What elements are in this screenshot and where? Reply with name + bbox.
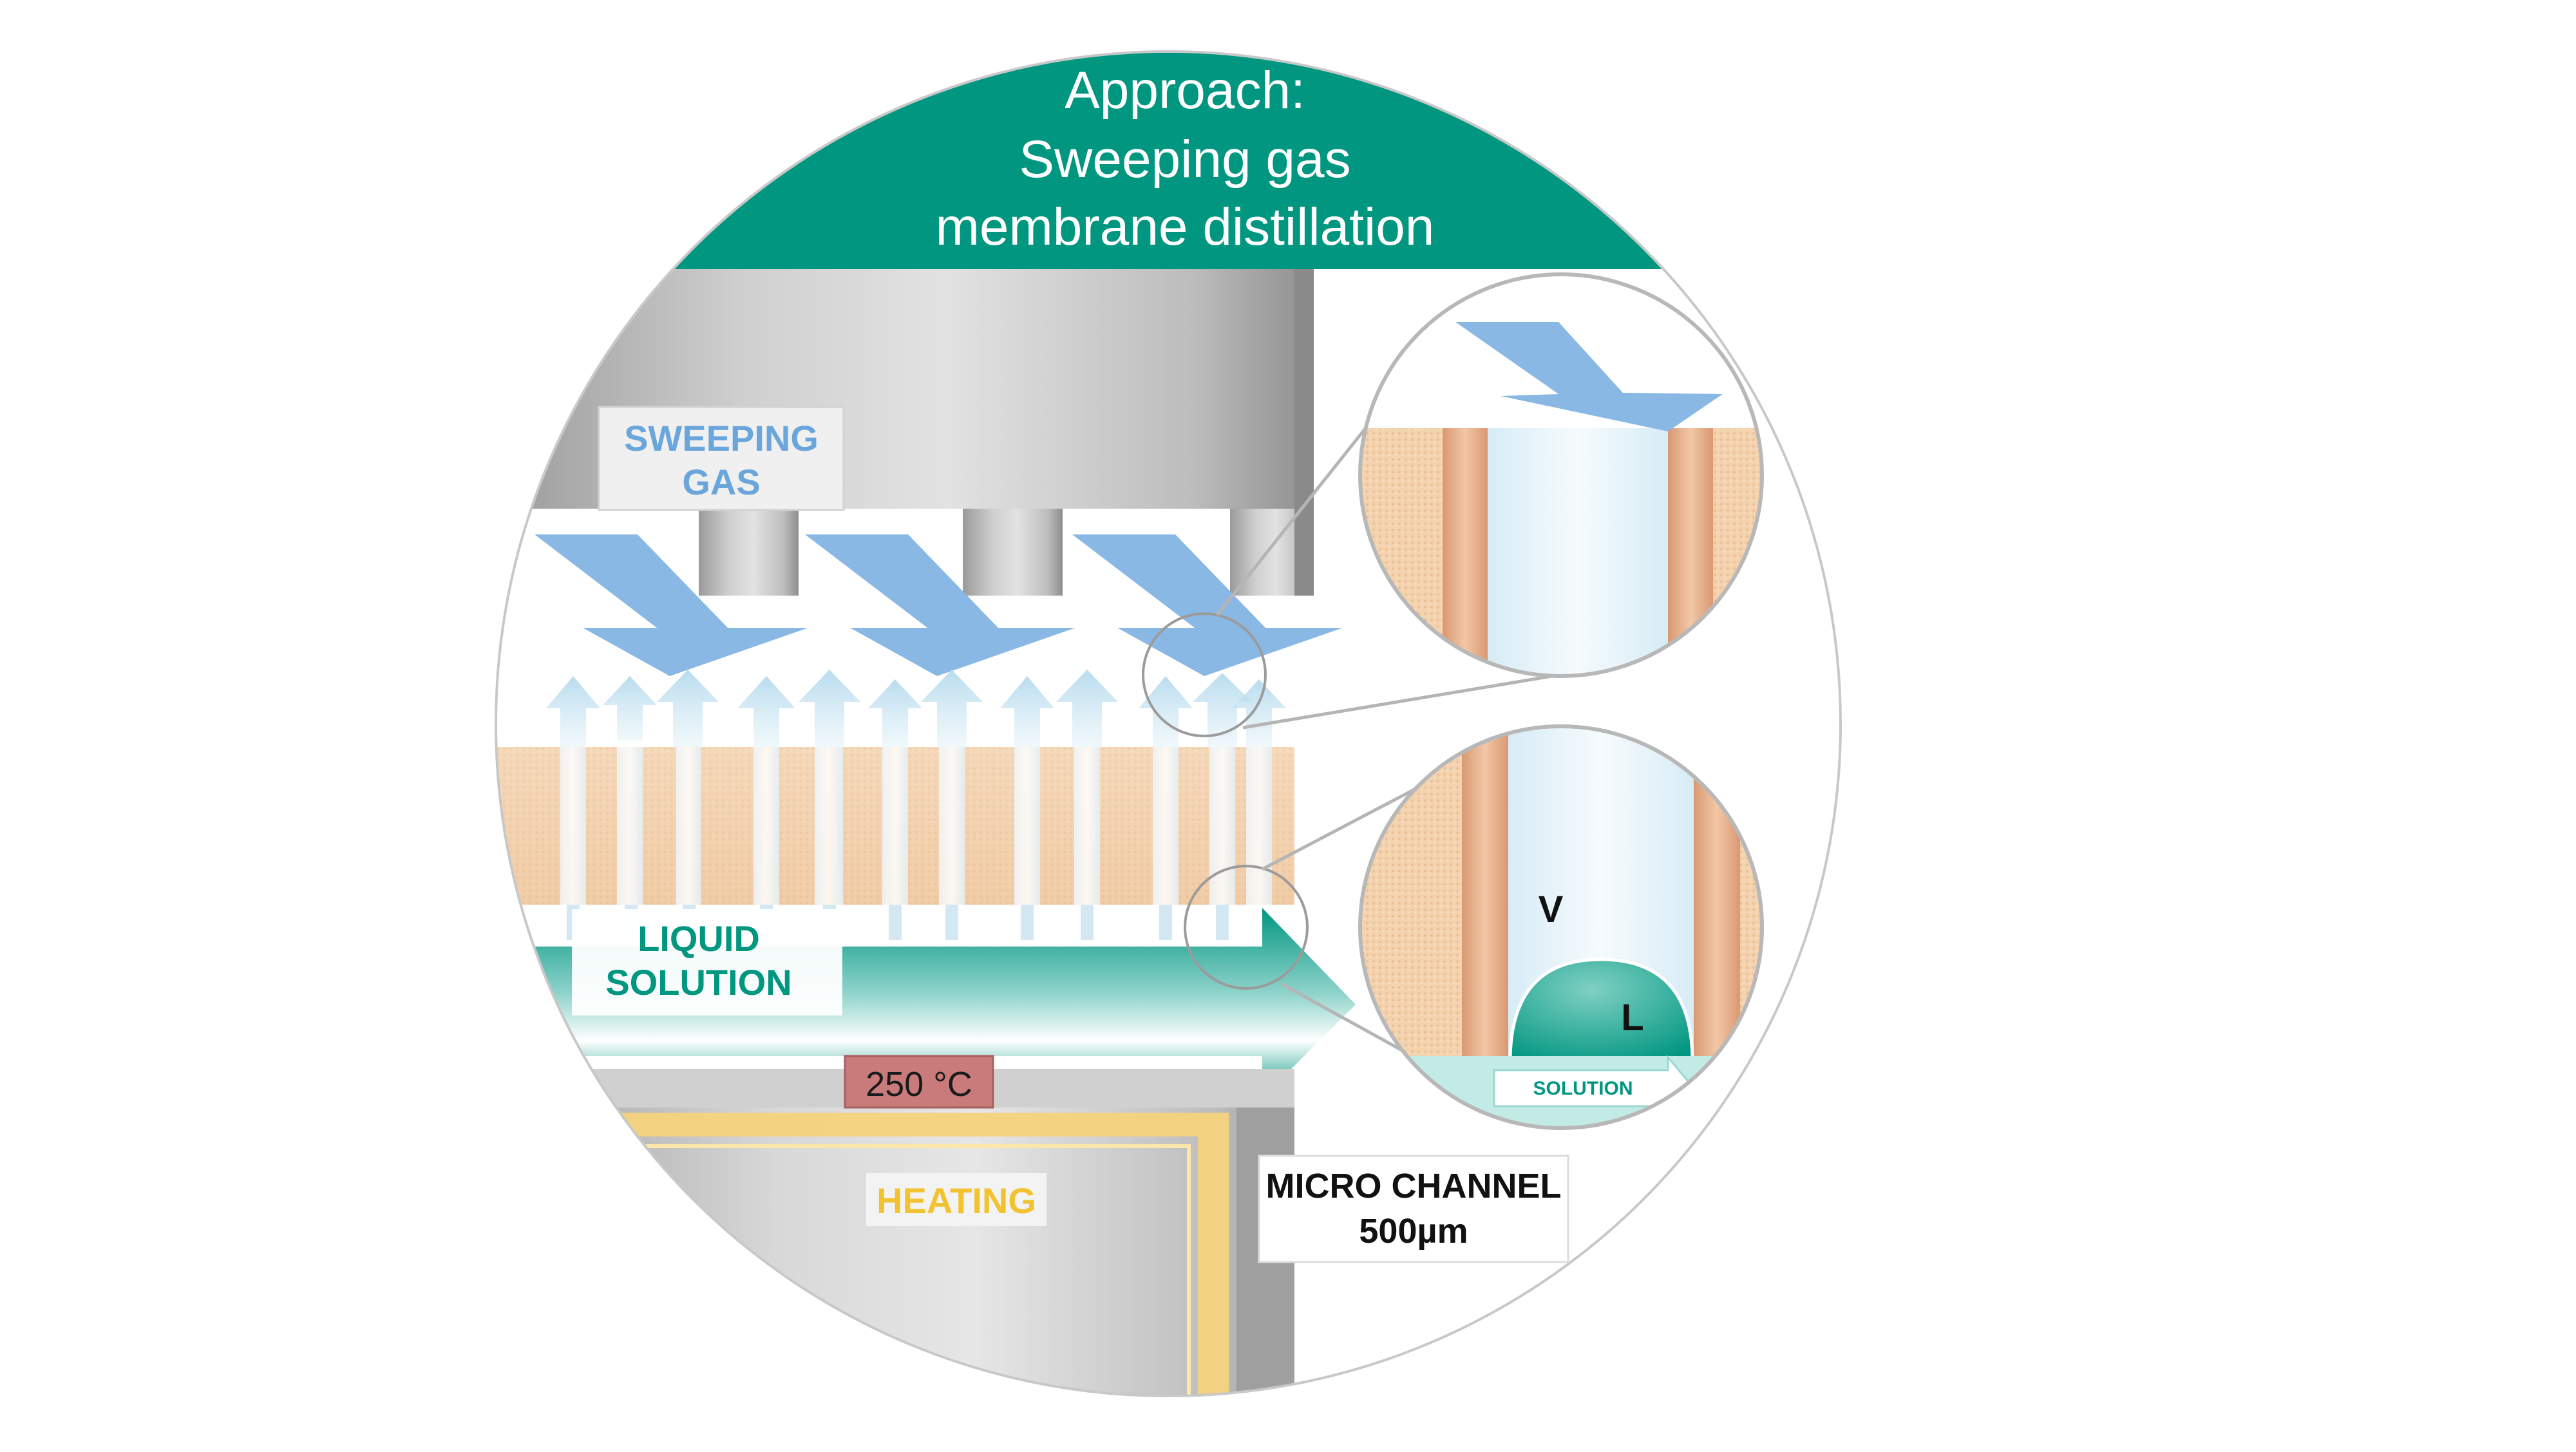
sweeping-gas-label: SWEEPING GAS [598,406,845,511]
micro-channel-text-1: MICRO CHANNEL [1266,1167,1562,1205]
main-circle-outline [495,50,1842,1397]
vapor-arrow [603,676,657,740]
vapor-label: V [1539,889,1564,930]
gas-arrow-1 [535,534,808,676]
vapor-arrow [1232,679,1286,747]
membrane [496,747,1294,940]
vapor-arrow [1056,670,1118,747]
vapor-arrow [868,679,922,747]
vapor-arrow [1139,676,1193,747]
vapor-arrow [799,670,860,747]
sweeping-gas-text-1: SWEEPING [624,418,819,458]
header-line-1: Approach: [1065,61,1305,120]
membrane-pores [560,747,1272,905]
temperature-badge: 250 °C [844,1055,994,1109]
header-line-2: Sweeping gas [1019,130,1350,189]
heating-text: HEATING [876,1180,1036,1221]
vapor-arrow [1000,676,1054,747]
liquid-solution-text-1: LIQUID [638,918,760,959]
liquid-label: L [1621,997,1643,1039]
sweeping-gas-text-2: GAS [682,462,760,502]
vapor-arrow [1193,673,1252,747]
gas-arrow-3 [1072,534,1343,676]
temperature-text: 250 °C [866,1065,972,1104]
heater-block [496,1069,1294,1396]
sweeping-gas-arrows [535,534,1343,676]
vapor-arrow [657,670,719,747]
liquid-solution-text-2: SOLUTION [605,962,791,1003]
liquid-meniscus [1508,957,1694,1063]
solution-label: SOLUTION [1533,1078,1633,1099]
liquid-solution-label: LIQUID SOLUTION [572,909,842,1015]
zoom-gas-arrow [1455,322,1723,431]
header-title: Approach: Sweeping gas membrane distilla… [936,61,1435,256]
vapor-arrow [737,676,795,747]
callout-circle-top [1142,612,1267,737]
vapor-arrows [546,670,1286,747]
header-line-3: membrane distillation [936,198,1435,256]
vapor-arrow [921,670,983,747]
micro-channel-text-2: 500µm [1359,1212,1468,1250]
vapor-arrow [546,676,600,747]
micro-channel-label: MICRO CHANNEL 500µm [1258,1155,1569,1263]
zoom-top-outline [1358,272,1764,678]
zoom-bottom-outline [1358,724,1764,1130]
gas-arrow-2 [805,534,1075,676]
callout-circle-bottom [1184,865,1309,990]
heating-label: HEATING [866,1173,1046,1226]
